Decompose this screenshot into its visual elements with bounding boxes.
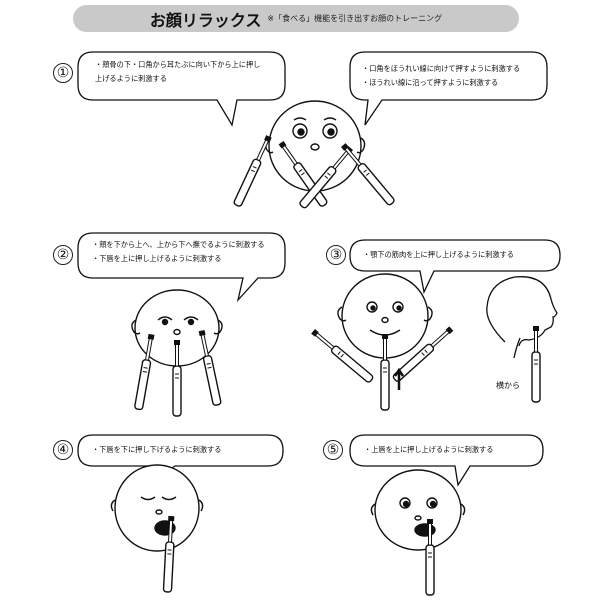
step-number-3: ③ — [326, 245, 346, 265]
step-number-5: ⑤ — [323, 440, 343, 460]
face-3 — [337, 273, 433, 359]
step-number-2: ② — [53, 245, 73, 265]
step-1b-line-2: ・ほうれい線に沿って押すように刺激する — [362, 78, 499, 87]
step-number-1: ① — [53, 63, 73, 83]
step-1a-line-1: ・頬骨の下・口角から耳たぶに向い下から上に押し — [95, 60, 261, 69]
side-profile-head — [486, 276, 558, 359]
step-1a-text: ・頬骨の下・口角から耳たぶに向い下から上に押し 上げるように刺激する — [95, 58, 260, 86]
side-view-label: 横から — [496, 381, 520, 390]
speech-bubble-5 — [349, 434, 544, 487]
step-3-line-1: ・顎下の筋肉を上に押し上げるように刺激する — [363, 250, 514, 259]
speech-bubble-3 — [349, 239, 561, 295]
speech-bubble-2 — [77, 232, 286, 303]
step-3-text: ・顎下の筋肉を上に押し上げるように刺激する — [363, 248, 514, 262]
step-4-line-1: ・下唇を下に押し下げるように刺激する — [92, 445, 222, 454]
step-2-line-2: ・下唇を上に押し上げるように刺激する — [92, 254, 222, 263]
title-banner: お顔リラックス ※「食べる」機能を引き出すお顔のトレーニング — [73, 5, 519, 32]
speech-bubble-1a — [77, 51, 286, 127]
face-4 — [110, 464, 204, 552]
face-2 — [131, 289, 223, 367]
face-5 — [370, 469, 466, 551]
step-5-line-1: ・上唇を上に押し上げるように刺激する — [364, 445, 494, 454]
step-1b-line-1: ・口角をほうれい線に向けて押すように刺激する — [362, 64, 521, 73]
step-1a-line-2: 上げるように刺激する — [95, 74, 167, 83]
page-title: お顔リラックス — [149, 10, 262, 30]
step-4-text: ・下唇を下に押し下げるように刺激する — [92, 443, 221, 457]
step-number-4: ④ — [53, 440, 73, 460]
step-2-text: ・頬を下から上へ、上から下へ撫でるように刺激する ・下唇を上に押し上げるように刺… — [92, 238, 265, 266]
step-5-text: ・上唇を上に押し上げるように刺激する — [364, 443, 493, 457]
speech-bubble-1b — [349, 51, 548, 126]
step-1b-text: ・口角をほうれい線に向けて押すように刺激する ・ほうれい線に沿って押すように刺激… — [362, 62, 520, 90]
step-2-line-1: ・頬を下から上へ、上から下へ撫でるように刺激する — [92, 240, 265, 249]
page-subtitle: ※「食べる」機能を引き出すお顔のトレーニング — [267, 14, 443, 23]
